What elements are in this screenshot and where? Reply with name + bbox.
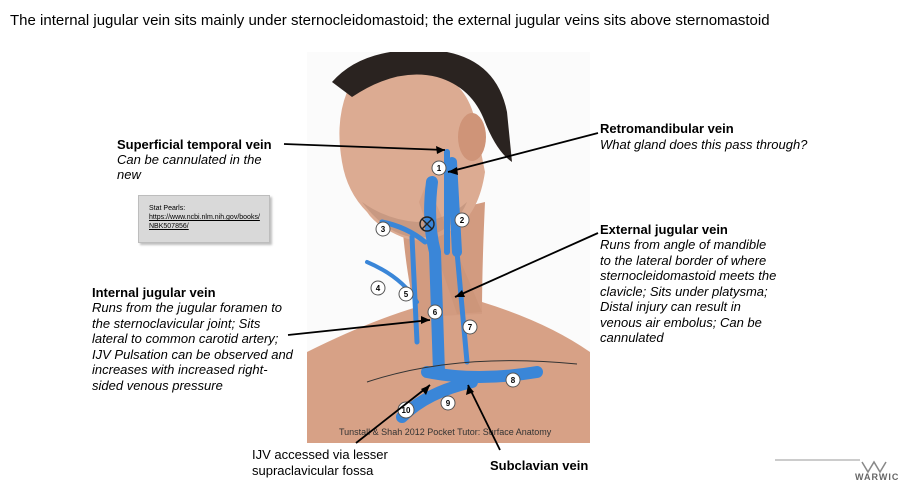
carotid-pulse-marker: [419, 216, 435, 232]
svg-text:4: 4: [376, 284, 381, 293]
label-internal-jugular-vein: Internal jugular vein: [92, 285, 216, 300]
vein-marker-5: 5: [398, 286, 414, 302]
vein-marker-1: 1: [431, 160, 447, 176]
statpearls-note: Stat Pearls: https://www.ncbi.nlm.nih.go…: [138, 195, 270, 243]
internal-jugular-line-1: Runs from the jugular foramen to: [92, 300, 283, 315]
internal-jugular-line-5: increases with increased right-: [92, 362, 268, 377]
svg-text:5: 5: [404, 290, 409, 299]
vein-marker-7: 7: [462, 319, 478, 335]
vein-marker-6: 6: [427, 304, 443, 320]
svg-text:2: 2: [460, 216, 465, 225]
external-jugular-line-3: sternocleidomastoid meets the: [600, 268, 777, 283]
label-superficial-temporal-vein: Superficial temporal vein: [117, 137, 272, 152]
svg-text:7: 7: [468, 323, 473, 332]
label-retromandibular-vein: Retromandibular vein: [600, 121, 734, 136]
vein-marker-9: 9: [440, 395, 456, 411]
statpearls-link[interactable]: https://www.ncbi.nlm.nih.gov/books/NBK50…: [149, 214, 260, 230]
svg-text:6: 6: [433, 308, 438, 317]
leader-line-superficial-temporal: [283, 143, 446, 151]
vein-marker-8: 8: [505, 372, 521, 388]
svg-text:8: 8: [511, 376, 516, 385]
leader-line-internal-jugular: [287, 319, 431, 336]
internal-jugular-line-6: sided venous pressure: [92, 377, 223, 393]
label-superficial-temporal-desc-line2: new: [117, 167, 141, 182]
vein-marker-4: 4: [370, 280, 386, 296]
leader-line-ijv-access: [355, 384, 431, 444]
vein-marker-3: 3: [375, 221, 391, 237]
label-superficial-temporal-desc-line1: Can be cannulated in the: [117, 152, 262, 167]
external-jugular-line-7: cannulated: [600, 330, 664, 345]
label-external-jugular-vein: External jugular vein: [600, 222, 728, 237]
external-jugular-line-5: Distal injury can result in: [600, 299, 741, 314]
external-jugular-line-4: clavicle; Sits under platysma;: [600, 283, 768, 299]
external-jugular-line-6: venous air embolus; Can be: [600, 314, 762, 330]
external-jugular-line-1: Runs from angle of mandible: [600, 237, 767, 252]
leader-line-external-jugular: [454, 232, 599, 298]
leader-line-subclavian: [467, 384, 501, 451]
svg-text:10: 10: [402, 406, 411, 415]
ijv-access-line-1: IJV accessed via lesser: [252, 447, 388, 462]
internal-jugular-line-2: the sternoclavicular joint; Sits: [92, 315, 261, 331]
neck-anatomy-illustration: 1 2 3 4 5 6 7 8 9 10: [307, 52, 590, 443]
neck-anatomy-figure: 1 2 3 4 5 6 7 8 9 10: [307, 52, 590, 443]
warwick-logo-text: WARWICK: [855, 472, 899, 482]
vein-marker-2: 2: [454, 212, 470, 228]
svg-text:1: 1: [437, 164, 442, 173]
svg-text:9: 9: [446, 399, 451, 408]
label-subclavian-vein: Subclavian vein: [490, 458, 589, 473]
slide-title: The internal jugular vein sits mainly un…: [10, 12, 770, 29]
note-title: Stat Pearls:: [149, 205, 186, 212]
internal-jugular-line-4: IJV Pulsation can be observed and: [92, 346, 293, 362]
warwick-logo-mark: [861, 460, 887, 474]
svg-text:3: 3: [381, 225, 386, 234]
leader-line-retromandibular: [447, 132, 599, 173]
figure-caption: Tunstall & Shah 2012 Pocket Tutor: Surfa…: [339, 427, 552, 437]
external-jugular-line-2: to the lateral border of where: [600, 252, 767, 268]
label-retromandibular-desc: What gland does this pass through?: [600, 137, 808, 152]
ijv-access-line-2: supraclavicular fossa: [252, 463, 374, 478]
internal-jugular-line-3: lateral to common carotid artery;: [92, 331, 279, 346]
